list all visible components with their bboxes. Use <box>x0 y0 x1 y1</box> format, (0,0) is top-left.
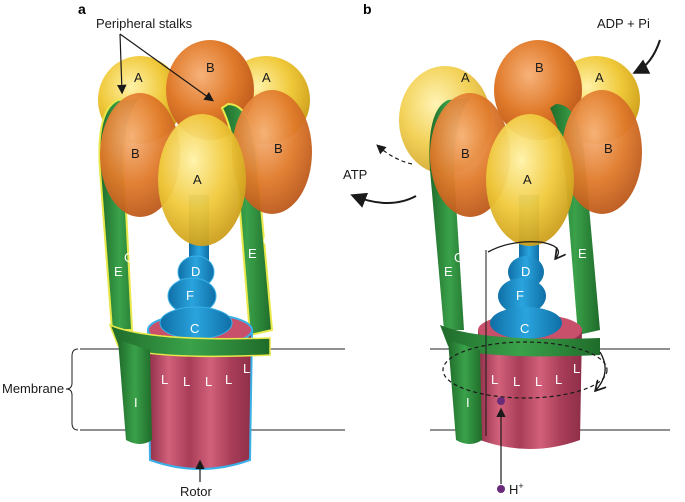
label-l5-b: L <box>573 361 580 376</box>
panel-b: b A B A B B A D <box>343 1 670 497</box>
label-b-back-b: B <box>535 60 544 75</box>
label-e-left-a: E <box>114 264 123 279</box>
label-l5-a: L <box>243 361 250 376</box>
label-l1-b: L <box>491 372 498 387</box>
atp-arrow <box>350 192 417 208</box>
label-d-b: D <box>521 264 530 279</box>
label-l1-a: L <box>161 372 168 387</box>
peripheral-stalks-label: Peripheral stalks <box>96 16 193 31</box>
label-l3-a: L <box>205 374 212 389</box>
label-b-front-right-b: B <box>604 141 613 156</box>
rotation-arrow-rotor <box>596 351 605 390</box>
label-a-back-right-b: A <box>595 70 604 85</box>
peripheral-stalks-arrow-left <box>116 33 127 95</box>
label-l2-a: L <box>183 374 190 389</box>
adp-pi-label: ADP + Pi <box>597 16 650 31</box>
label-a-front: A <box>193 172 202 187</box>
subunit-i-b <box>448 340 482 444</box>
label-a-back-right: A <box>262 70 271 85</box>
rotation-arrow-central <box>487 241 558 258</box>
rotor-label: Rotor <box>180 484 212 499</box>
adp-pi-arrow <box>632 39 661 74</box>
peripheral-stalks-arrow-right <box>119 33 214 102</box>
rotor-ring-b <box>478 330 582 449</box>
peripheral-stalk-right-b <box>550 104 600 335</box>
atp-label: ATP <box>343 167 367 182</box>
label-c-b: C <box>520 321 529 336</box>
label-i-a: I <box>134 395 138 410</box>
label-e-right-a: E <box>248 246 257 261</box>
label-e-left-b: E <box>444 264 453 279</box>
label-b-front-left: B <box>131 146 140 161</box>
subunit-c-b <box>490 307 562 339</box>
label-g-right-a: G <box>263 233 273 248</box>
panel-label-a: a <box>78 1 86 17</box>
label-d-a: D <box>191 264 200 279</box>
proton-icon-membrane <box>497 397 505 405</box>
label-a-back-left-b: A <box>461 70 470 85</box>
label-g-right-b: G <box>593 233 603 248</box>
label-l3-b: L <box>535 374 542 389</box>
label-g-left-a: G <box>124 250 134 265</box>
panel-a: a Membrane A B <box>2 1 345 499</box>
label-l4-b: L <box>555 372 562 387</box>
label-a-back-left: A <box>134 70 143 85</box>
label-c-a: C <box>190 321 199 336</box>
proton-label: H+ <box>509 481 524 497</box>
subunit-b-front-right-b <box>562 90 642 214</box>
label-e-right-b: E <box>578 246 587 261</box>
label-l4-a: L <box>225 372 232 387</box>
label-g-left-b: G <box>454 250 464 265</box>
dissociation-arrow <box>376 144 413 165</box>
subunit-b-front-right <box>232 90 312 214</box>
label-a-front-b: A <box>523 172 532 187</box>
label-l2-b: L <box>513 374 520 389</box>
membrane-label: Membrane <box>2 381 64 396</box>
subunit-a-front-b <box>486 114 574 246</box>
subunit-i-a <box>118 340 152 444</box>
stalk-base-b <box>440 325 600 357</box>
label-f-a: F <box>186 288 194 303</box>
proton-icon <box>497 485 505 493</box>
subunit-a-front <box>158 114 246 246</box>
subunit-f-b <box>498 278 546 314</box>
label-b-front-right: B <box>274 141 283 156</box>
label-i-b: I <box>466 395 470 410</box>
panel-label-b: b <box>363 1 372 17</box>
label-b-front-left-b: B <box>461 146 470 161</box>
rotation-ellipse-rotor <box>442 341 608 399</box>
label-f-b: F <box>516 288 524 303</box>
label-b-back: B <box>206 60 215 75</box>
